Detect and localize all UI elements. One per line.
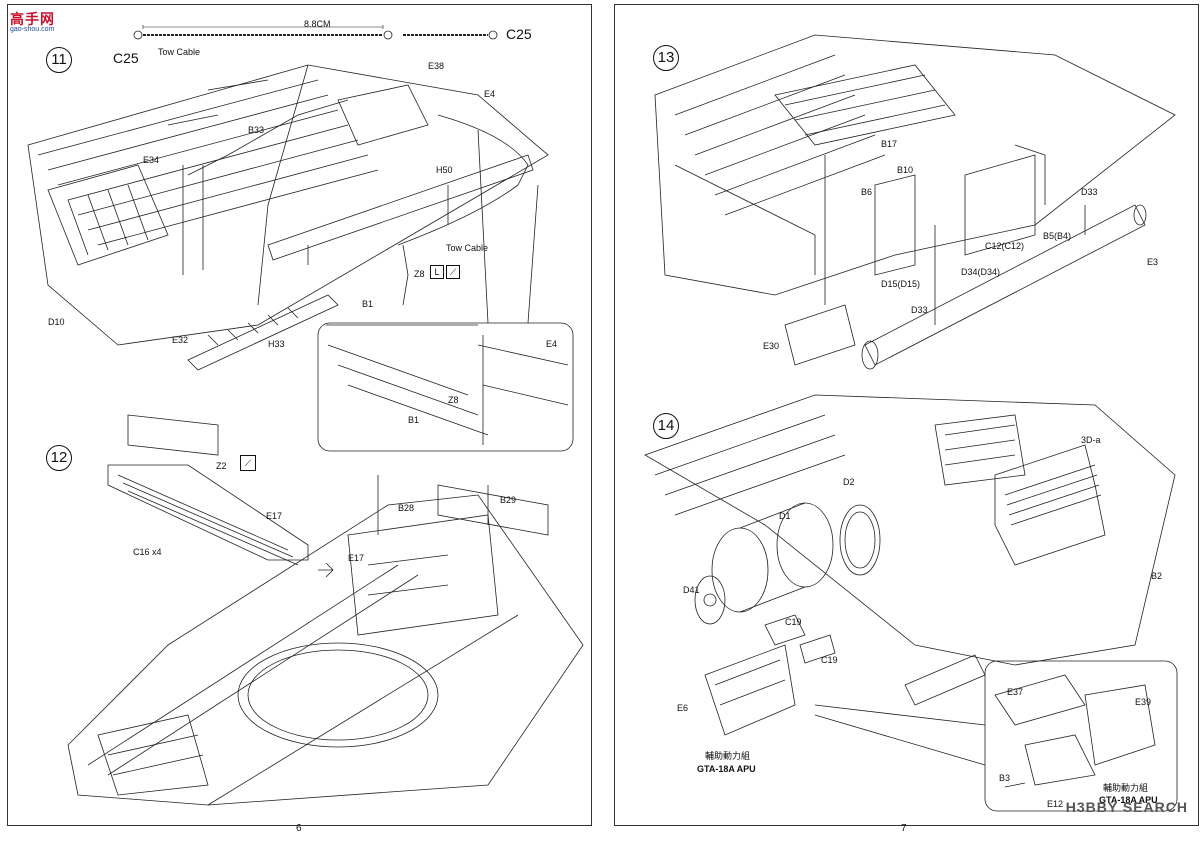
tweezers-icon: ⟋ xyxy=(446,265,460,279)
h50-label: H50 xyxy=(436,165,453,175)
b28-label: B28 xyxy=(398,503,415,513)
b1-label: B1 xyxy=(362,299,374,309)
b2-label: B2 xyxy=(1151,571,1163,581)
inset-e39-label: E39 xyxy=(1135,697,1152,707)
b17-label: B17 xyxy=(881,139,898,149)
d33-top-label: D33 xyxy=(1081,187,1098,197)
z8-label: Z8 xyxy=(414,269,425,279)
gaoshou-logo-text: 高手网 xyxy=(10,11,55,27)
page-number-left: 6 xyxy=(296,823,302,834)
line-art-step-11-12 xyxy=(27,25,584,806)
e6-label: E6 xyxy=(677,703,689,713)
inset-b3-label: B3 xyxy=(999,773,1011,783)
tweezers-icon: ⟋ xyxy=(240,455,256,471)
3d-a-label: 3D-a xyxy=(1081,435,1101,445)
inset-e37-label: E37 xyxy=(1007,687,1024,697)
gaoshou-logo-site: gao-shou.com xyxy=(10,26,55,33)
inset-b1-label: B1 xyxy=(408,415,420,425)
d1-label: D1 xyxy=(779,511,791,521)
step-12-badge: 12 xyxy=(46,445,72,471)
apu-english-label: GTA-18A APU xyxy=(697,764,756,774)
e3-label: E3 xyxy=(1147,257,1159,267)
c25-right-label: C25 xyxy=(506,26,532,42)
line-art-step-13-14 xyxy=(644,34,1178,812)
e32-label: E32 xyxy=(172,335,189,345)
e30-label: E30 xyxy=(763,341,780,351)
h33-label: H33 xyxy=(268,339,285,349)
inset-z8-label: Z8 xyxy=(448,395,459,405)
c19-a-label: C19 xyxy=(785,617,802,627)
e4-label: E4 xyxy=(484,89,496,99)
tow-cable-top-label: Tow Cable xyxy=(158,47,201,57)
step-11-badge: 11 xyxy=(46,47,72,73)
z2-label: Z2 xyxy=(216,461,227,471)
c19-b-label: C19 xyxy=(821,655,838,665)
b29-label: B29 xyxy=(500,495,517,505)
tow-cable-mid-label: Tow Cable xyxy=(446,243,489,253)
b6-label: B6 xyxy=(861,187,873,197)
e17-top-label: E17 xyxy=(266,511,283,521)
d34-label: D34(D34) xyxy=(961,267,1001,277)
d41-label: D41 xyxy=(683,585,700,595)
e17-bottom-label: E17 xyxy=(348,553,365,563)
step-13-badge: 13 xyxy=(653,45,679,71)
instruction-page-left: 高手网 gao-shou.com 11 8.8CM C25 C25 Tow Ca… xyxy=(7,4,592,834)
glue-icon: L xyxy=(430,265,444,279)
d10-label: D10 xyxy=(48,317,65,327)
d2-label: D2 xyxy=(843,477,855,487)
instruction-page-right: 13 B17 B10 B6 D33 C12(C12) B5(B4) D34(D3… xyxy=(614,4,1199,834)
d15-label: D15(D15) xyxy=(881,279,921,289)
inset-apu-chinese-label: 輔助動力組 xyxy=(1103,783,1149,793)
c12-label: C12(C12) xyxy=(985,241,1025,251)
inset-e12-label: E12 xyxy=(1047,799,1064,809)
b5-label: B5(B4) xyxy=(1043,231,1072,241)
d33-bottom-label: D33 xyxy=(911,305,928,315)
inset-e4-label: E4 xyxy=(546,339,558,349)
e38-label: E38 xyxy=(428,61,445,71)
page-number-right: 7 xyxy=(901,823,907,834)
c25-left-label: C25 xyxy=(113,50,139,66)
b10-label: B10 xyxy=(897,165,914,175)
hobby-search-watermark: H3BBY SEARCH xyxy=(1065,799,1188,815)
cable-length-label: 8.8CM xyxy=(304,19,331,29)
e34-label: E34 xyxy=(143,155,160,165)
b33-label: B33 xyxy=(248,125,265,135)
inset-apu-english-label: GTA-18A APU xyxy=(1099,795,1158,805)
c16-label: C16 x4 xyxy=(133,547,162,557)
apu-chinese-label: 輔助動力組 xyxy=(705,751,751,761)
gaoshou-logo: 高手网 gao-shou.com xyxy=(8,5,78,35)
step-14-badge: 14 xyxy=(653,413,679,439)
